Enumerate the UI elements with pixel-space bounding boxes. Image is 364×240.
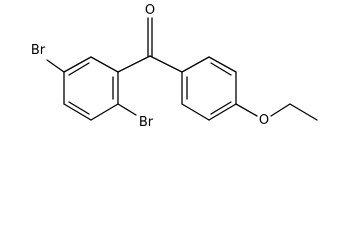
bond-left-ring-c3-c2 (90, 103, 119, 121)
structure-svg: O Br Br O (31, 3, 318, 130)
bond-c2-bromine (117, 103, 137, 116)
bond-left-ring-c6-c5 (63, 56, 92, 73)
bond-lines (46, 17, 318, 121)
bond-right-ring-c2-c3 (181, 103, 210, 121)
bond-left-ring-c1-c6 (90, 56, 119, 73)
bond-ring-ether-oxygen (235, 103, 258, 117)
ether-oxygen-label: O (259, 113, 269, 128)
bromine-label-bottom: Br (139, 115, 154, 130)
bromine-label-top: Br (31, 43, 46, 58)
bond-right-ring-double-2 (210, 101, 232, 115)
bond-c5-bromine (46, 59, 65, 73)
bond-left-ring-double-1 (68, 62, 90, 76)
bond-right-ring-c5-c6 (208, 56, 237, 73)
bond-right-ring-c6-c1 (181, 56, 210, 73)
chemical-structure-diagram: O Br Br O (31, 3, 318, 130)
atom-labels: O Br Br O (31, 3, 269, 130)
bond-left-ring-double-2 (68, 101, 90, 115)
bond-right-ring-c3-c4 (208, 103, 237, 121)
bond-ring-carbonyl (117, 55, 151, 73)
bond-carbonyl-ring (149, 55, 183, 73)
bond-oxygen-ch2 (270, 103, 291, 117)
bond-ch2-ch3 (289, 103, 318, 121)
bond-left-ring-c4-c3 (63, 103, 92, 121)
carbonyl-oxygen-label: O (145, 3, 155, 18)
bond-right-ring-double-3 (210, 62, 232, 76)
